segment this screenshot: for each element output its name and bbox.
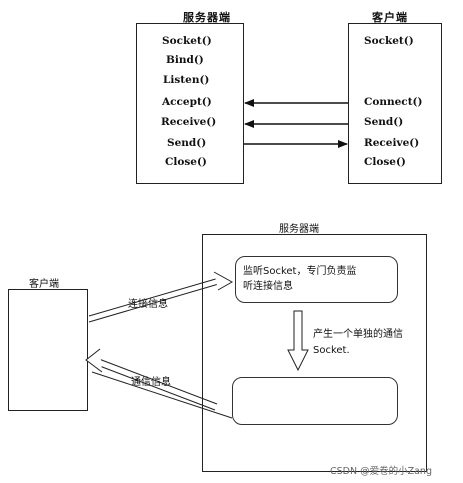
arrow-connect-info bbox=[88, 271, 234, 323]
client-fn-close: Close() bbox=[364, 156, 406, 168]
server-fn-close: Close() bbox=[165, 156, 207, 168]
client-fn-connect: Connect() bbox=[364, 96, 423, 108]
arrow-comm-info bbox=[85, 348, 233, 419]
client-fn-send: Send() bbox=[364, 116, 404, 128]
server-fn-accept: Accept() bbox=[162, 96, 212, 108]
client-box-top bbox=[348, 23, 442, 184]
client-title-bottom: 客户端 bbox=[29, 279, 59, 290]
server-title-top: 服务器端 bbox=[183, 11, 231, 24]
watermark: CSDN @爱卷的小Zang bbox=[330, 466, 432, 477]
comm-socket-box bbox=[232, 377, 398, 425]
comm-info-label: 通信信息 bbox=[131, 377, 171, 388]
arrow-produce-socket bbox=[287, 310, 309, 372]
client-box-bottom bbox=[8, 289, 88, 411]
client-fn-socket: Socket() bbox=[364, 35, 414, 47]
server-fn-bind: Bind() bbox=[166, 54, 204, 66]
server-fn-send: Send() bbox=[167, 137, 207, 149]
server-fn-receive: Receive() bbox=[161, 116, 217, 128]
server-fn-listen: Listen() bbox=[163, 74, 210, 86]
listen-socket-text: 监听Socket，专门负责监听连接信息 bbox=[243, 266, 357, 292]
server-title-bottom: 服务器端 bbox=[279, 224, 319, 235]
server-fn-socket: Socket() bbox=[162, 35, 212, 47]
server-box-top bbox=[136, 23, 244, 184]
produce-socket-text: 产生一个单独的通信Socket. bbox=[313, 329, 403, 356]
client-fn-receive: Receive() bbox=[364, 137, 420, 149]
client-title-top: 客户端 bbox=[372, 11, 408, 24]
listen-socket-box: 监听Socket，专门负责监听连接信息 bbox=[235, 256, 398, 303]
